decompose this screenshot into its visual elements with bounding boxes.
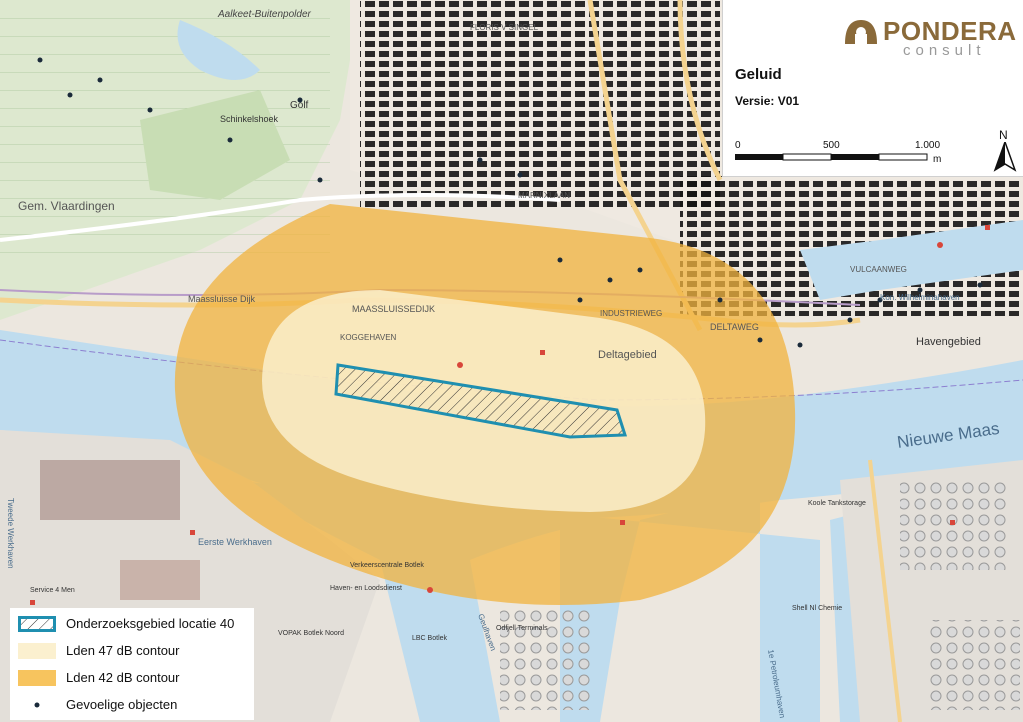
north-arrow: N bbox=[993, 128, 1017, 172]
legend-item-sensitive: Gevoelige objecten bbox=[18, 695, 254, 715]
label-verkeerscentrale: Verkeerscentrale Botlek bbox=[350, 562, 424, 569]
tanks-se2 bbox=[930, 620, 1020, 710]
road-ring bbox=[677, 0, 723, 182]
label-eerste-werkhaven: Eerste Werkhaven bbox=[198, 537, 272, 547]
label-industrieweg: INDUSTRIEWEG bbox=[600, 309, 662, 318]
legend-label: Lden 47 dB contour bbox=[66, 643, 180, 658]
legend-label: Onderzoeksgebied locatie 40 bbox=[66, 616, 235, 631]
label-vlaardingen: Gem. Vlaardingen bbox=[18, 199, 115, 213]
golf-green bbox=[140, 90, 290, 200]
label-koggehaven: KOGGEHAVEN bbox=[340, 333, 397, 342]
map-title: Geluid bbox=[735, 66, 782, 83]
label-golf: Golf bbox=[290, 100, 309, 111]
label-maassluisse-dijk: Maassluisse Dijk bbox=[188, 294, 256, 304]
legend-item-study-area: Onderzoeksgebied locatie 40 bbox=[18, 614, 254, 634]
points-of-interest bbox=[30, 225, 990, 605]
label-tweede-werkhaven: Tweede Werkhaven bbox=[6, 498, 15, 569]
label-shell: Shell Nl Chemie bbox=[792, 605, 842, 612]
label-havengebied: Havengebied bbox=[916, 336, 981, 348]
label-lbc: LBC Botlek bbox=[412, 635, 448, 642]
label-koni-wilhelminahaven: Kon. Wilhelminahaven bbox=[880, 293, 960, 302]
north-arrow-icon bbox=[993, 142, 1017, 172]
label-service: Service 4 Men bbox=[30, 587, 75, 594]
scale-label-1000: 1.000 bbox=[915, 140, 940, 151]
harbour-east bbox=[800, 220, 1023, 300]
buildings-north bbox=[360, 0, 720, 210]
scale-label-500: 500 bbox=[823, 140, 840, 151]
title-panel: PONDERA consult Geluid Versie: V01 0 500… bbox=[722, 0, 1023, 177]
label-schinkelshoek: Schinkelshoek bbox=[220, 114, 279, 124]
map-version: Versie: V01 bbox=[735, 94, 800, 108]
legend-swatch-dot-icon bbox=[34, 702, 40, 708]
legend-swatch-hatch-icon bbox=[18, 616, 56, 632]
north-label: N bbox=[999, 128, 1008, 142]
label-vopak: VOPAK Botlek Noord bbox=[278, 630, 344, 637]
pondera-logo: PONDERA consult bbox=[841, 8, 1021, 59]
logo-subtitle: consult bbox=[903, 42, 986, 59]
pondera-logo-icon bbox=[845, 20, 877, 48]
scale-unit: m bbox=[933, 154, 941, 165]
gevoelige-objecten bbox=[37, 57, 983, 348]
road-south bbox=[868, 459, 902, 722]
label-floris: FLORIS V SINGEL bbox=[470, 23, 539, 32]
label-odfjell: Odfjell Terminals bbox=[496, 625, 548, 632]
legend-swatch-47db bbox=[18, 643, 56, 659]
label-maassluissedijk: MAASSLUISSEDIJK bbox=[352, 304, 435, 314]
label-deltagebied: Deltagebied bbox=[598, 349, 657, 361]
legend: Onderzoeksgebied locatie 40 Lden 47 dB c… bbox=[10, 608, 254, 720]
industry-blocks-sw2 bbox=[120, 560, 200, 600]
legend-label: Lden 42 dB contour bbox=[66, 670, 180, 685]
industry-blocks-sw bbox=[40, 460, 180, 520]
scale-bar: 0 500 1.000 m bbox=[735, 140, 941, 165]
label-koole: Koole Tankstorage bbox=[808, 500, 866, 507]
label-deltaweg: DELTAWEG bbox=[710, 322, 759, 332]
label-marnixlaan: MARNIXLAAN bbox=[518, 191, 570, 200]
scale-label-0: 0 bbox=[735, 140, 741, 151]
legend-label: Gevoelige objecten bbox=[66, 697, 178, 712]
lake bbox=[177, 20, 260, 80]
logo-wordmark: PONDERA bbox=[883, 16, 1017, 46]
study-area-locatie-40 bbox=[334, 363, 628, 439]
legend-swatch-42db bbox=[18, 670, 56, 686]
label-aalkeet: Aalkeet-Buitenpolder bbox=[217, 9, 312, 20]
label-havenloods: Haven- en Loodsdienst bbox=[330, 585, 402, 592]
legend-item-42db: Lden 42 dB contour bbox=[18, 668, 254, 688]
tanks-mid bbox=[500, 610, 590, 710]
road-north bbox=[0, 193, 561, 242]
legend-item-47db: Lden 47 dB contour bbox=[18, 641, 254, 661]
label-vulcaanweg: VULCAANWEG bbox=[850, 265, 907, 274]
